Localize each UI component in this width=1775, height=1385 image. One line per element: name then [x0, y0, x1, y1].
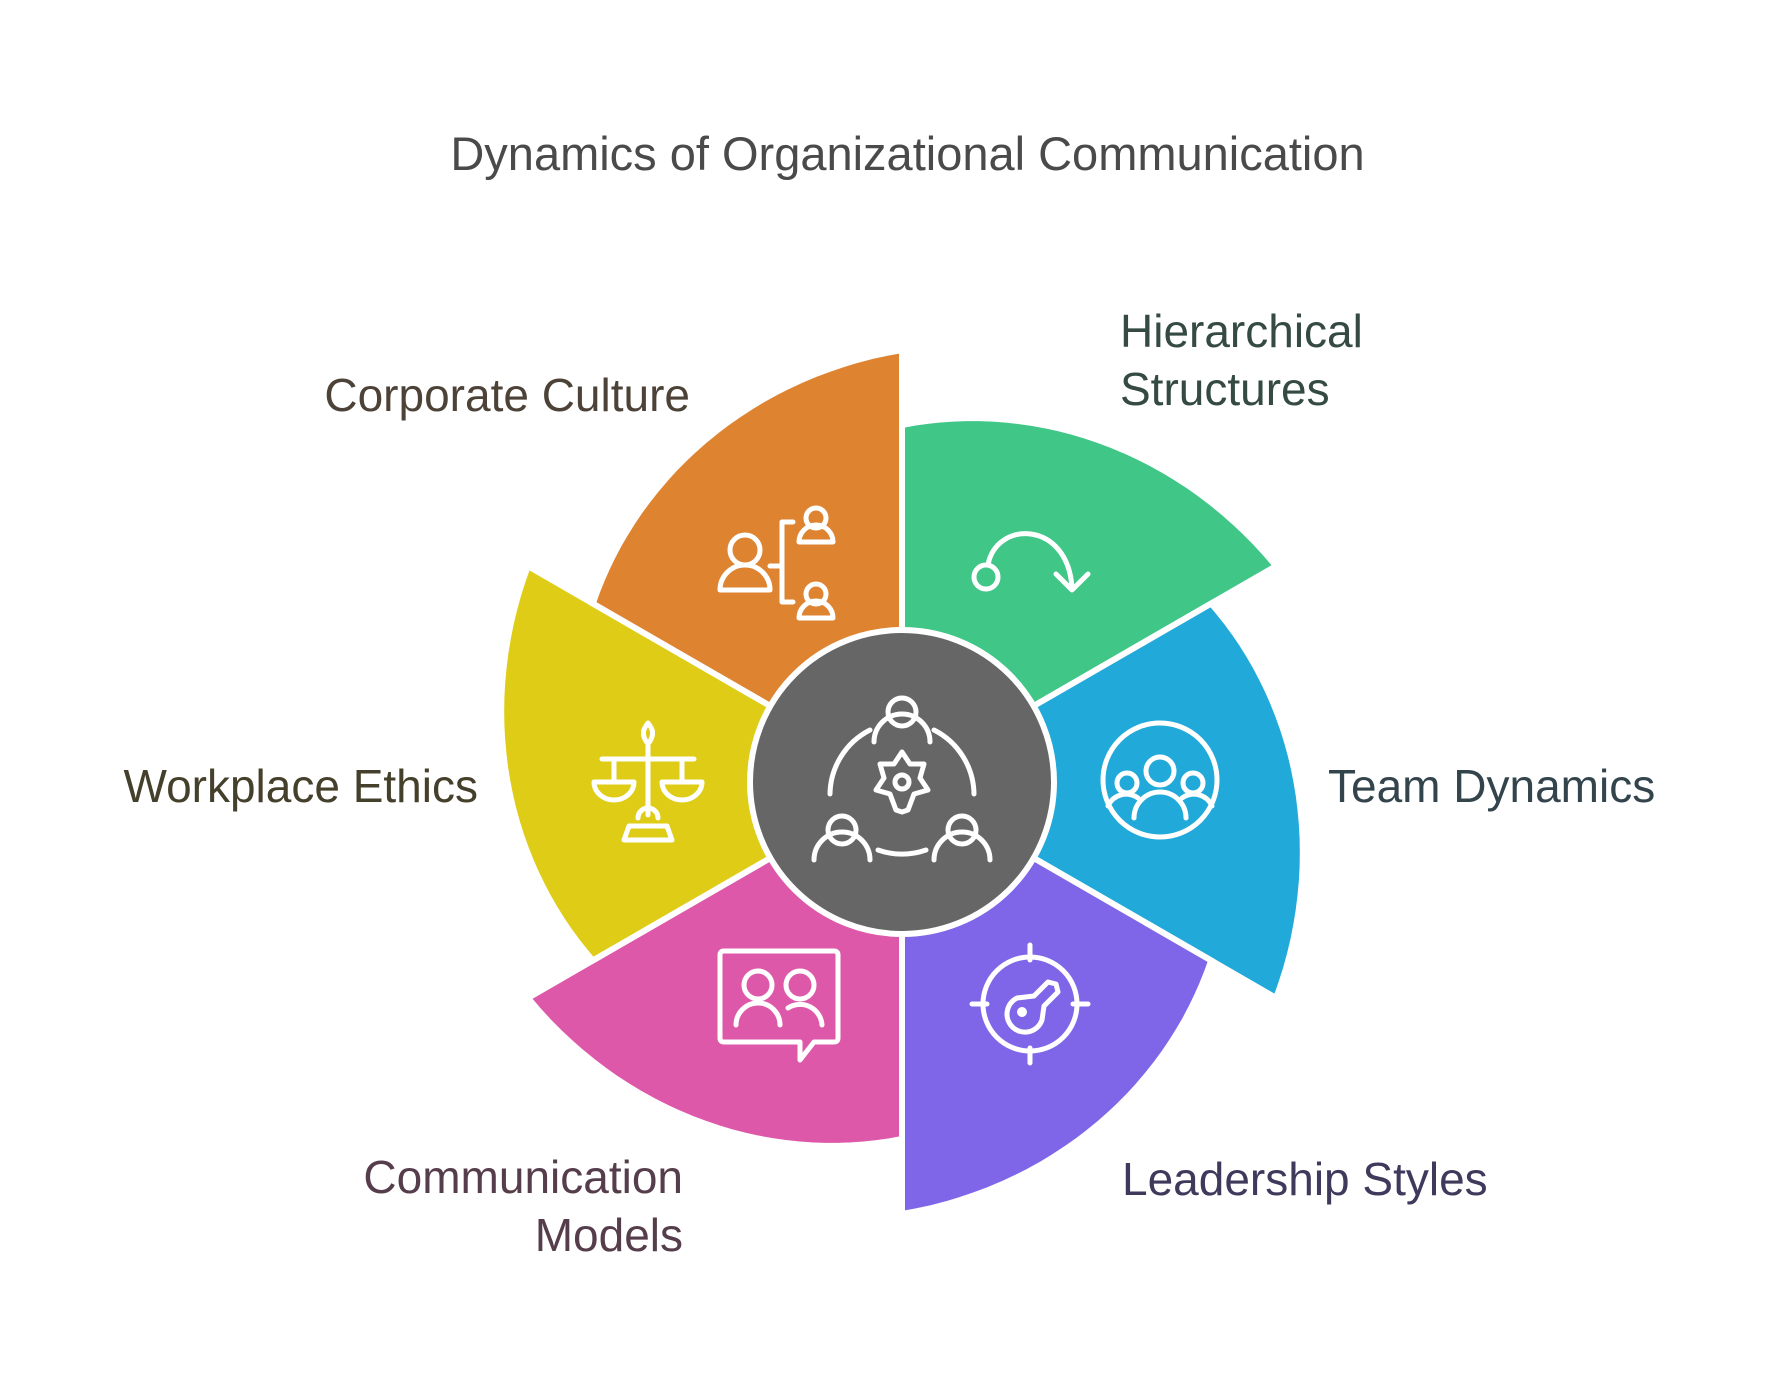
label-communication-models: Communication Models: [363, 1148, 683, 1264]
center-hub: [747, 627, 1057, 937]
scales-icon: [591, 720, 705, 843]
label-line: Team Dynamics: [1328, 760, 1656, 812]
label-line: Models: [534, 1209, 683, 1261]
label-line: Hierarchical: [1120, 305, 1363, 357]
label-line: Communication: [363, 1151, 683, 1203]
chat-people-icon: [717, 948, 841, 1063]
segment-team-dynamics: [895, 599, 1306, 1003]
label-line: Corporate Culture: [324, 369, 690, 421]
org-chart-icon: [717, 505, 836, 621]
label-line: Structures: [1120, 363, 1330, 415]
label-line: Workplace Ethics: [123, 760, 478, 812]
label-hierarchical-structures: Hierarchical Structures: [1120, 302, 1363, 418]
segment-workplace-ethics: [498, 561, 909, 965]
label-line: Leadership Styles: [1122, 1153, 1488, 1205]
target-key-icon: [969, 942, 1091, 1066]
team-gear-icon: [811, 695, 993, 863]
label-workplace-ethics: Workplace Ethics: [123, 757, 478, 815]
group-circle-icon: [1100, 720, 1220, 840]
label-corporate-culture: Corporate Culture: [324, 366, 690, 424]
label-team-dynamics: Team Dynamics: [1328, 757, 1655, 815]
diagram-title: Dynamics of Organizational Communication: [450, 127, 1365, 180]
curved-arrow-icon: [971, 531, 1091, 593]
label-leadership-styles: Leadership Styles: [1122, 1150, 1488, 1208]
